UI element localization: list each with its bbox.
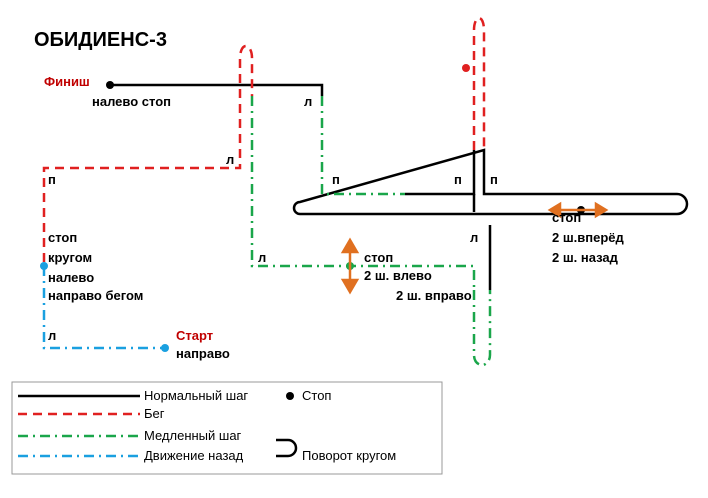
normal-walk-paths	[110, 83, 689, 290]
legend-stop-label: Стоп	[302, 388, 331, 403]
left-turnaround-label: кругом	[48, 250, 92, 265]
finish-segment	[110, 83, 324, 96]
slow-upper	[320, 96, 405, 196]
diagram-title: ОБИДИЕНС-3	[34, 29, 167, 51]
side-step-arrows	[340, 237, 360, 295]
turn-left-1: л	[304, 94, 312, 109]
turn-right-3: п	[454, 172, 462, 187]
legend-turn-label: Поворот кругом	[302, 448, 396, 463]
upper-right-black	[292, 148, 689, 216]
legend-frame	[11, 381, 443, 475]
legend-stop-icon	[286, 392, 294, 400]
start-point	[161, 344, 169, 352]
middle-stop-label: стоп	[364, 250, 393, 265]
legend-normal-label: Нормальный шаг	[144, 388, 248, 403]
two-forward-label: 2 ш.вперёд	[552, 230, 625, 245]
stop-point-left	[40, 262, 48, 270]
slow-bottom	[472, 290, 492, 367]
slow-middle	[250, 96, 476, 290]
turn-right-4: п	[490, 172, 498, 187]
turn-left-2: л	[226, 152, 234, 167]
start-command: направо	[176, 346, 230, 361]
run-top	[472, 16, 486, 150]
stop-point-top	[462, 64, 470, 72]
legend-slow-label: Медленный шаг	[144, 428, 242, 443]
legend-run-label: Бег	[144, 406, 165, 421]
finish-command: налево стоп	[92, 94, 171, 109]
two-back-label: 2 ш. назад	[552, 250, 619, 265]
two-right-label: 2 ш. вправо	[396, 288, 472, 303]
turn-left-4: л	[258, 250, 266, 265]
turn-left-5: л	[48, 328, 56, 343]
backward-paths	[42, 266, 165, 350]
finish-label: Финиш	[44, 74, 90, 89]
legend: Нормальный шаг Бег Медленный шаг Движени…	[11, 381, 443, 475]
finish-point	[106, 81, 114, 89]
turn-left-3: л	[470, 230, 478, 245]
legend-back-label: Движение назад	[144, 448, 244, 463]
backward-segment	[42, 266, 165, 350]
turn-right-2: п	[332, 172, 340, 187]
two-left-label: 2 ш. влево	[364, 268, 432, 283]
right-stop-label: стоп	[552, 210, 581, 225]
run-left	[42, 44, 254, 262]
run-paths	[42, 16, 486, 262]
right-run-label: направо бегом	[48, 288, 143, 303]
start-label: Старт	[176, 328, 213, 343]
forward-back-arrows	[547, 201, 609, 219]
left-turn-label: налево	[48, 270, 94, 285]
slow-walk-paths	[250, 96, 492, 367]
legend-turn-icon	[276, 438, 298, 458]
left-stop-label: стоп	[48, 230, 77, 245]
turn-right-1: п	[48, 172, 56, 187]
